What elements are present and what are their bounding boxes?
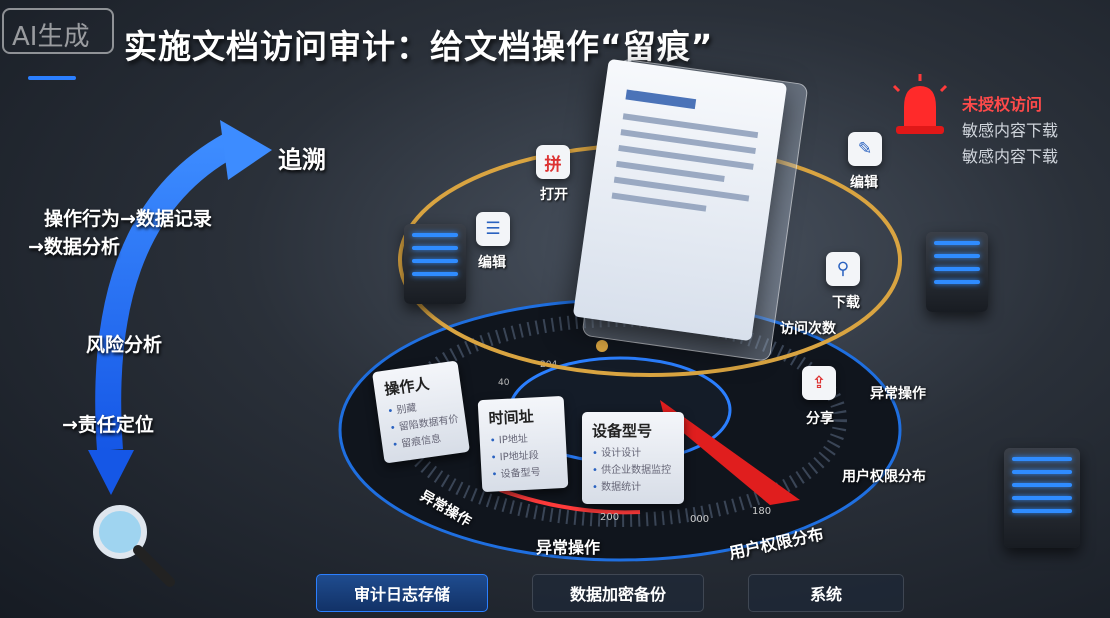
document-icon <box>572 58 788 342</box>
step-risk: 风险分析 <box>86 334 163 356</box>
alarm-bell-icon <box>892 74 948 134</box>
alert-unauthorized: 未授权访问 <box>962 95 1043 114</box>
open-icon[interactable]: 拼 <box>536 145 570 179</box>
info-card-operator: 操作人 别藏留陷数据有价留痕信息 <box>372 360 470 464</box>
op-label-download: 下载 <box>832 295 860 311</box>
tick-label: 200 <box>600 512 620 523</box>
server-icon <box>926 232 988 312</box>
trace-arrow-icon <box>88 120 272 495</box>
op-label-open: 打开 <box>540 187 568 203</box>
tick-label: 40 <box>498 378 510 388</box>
tick-label: 000 <box>690 514 710 525</box>
share-icon[interactable]: ⇪ <box>802 366 836 400</box>
info-card-device: 设备型号 设计设计供企业数据监控数据统计 <box>582 412 684 504</box>
download-icon[interactable]: ⚲ <box>826 252 860 286</box>
edit-icon[interactable]: ✎ <box>848 132 882 166</box>
alert-sensitive-download-2: 敏感内容下载 <box>962 147 1059 166</box>
server-icon <box>1004 448 1080 548</box>
trace-label: 追溯 <box>278 146 326 174</box>
audit-log-storage-button[interactable]: 审计日志存储 <box>316 574 488 612</box>
gauge-label-access: 访问次数 <box>780 321 836 337</box>
server-icon <box>404 224 466 304</box>
gauge-label-abnormal: 异常操作 <box>870 386 926 402</box>
title-underline <box>28 76 76 80</box>
alert-sensitive-download: 敏感内容下载 <box>962 121 1059 140</box>
gauge-label-permission: 用户权限分布 <box>842 469 926 485</box>
magnifier-icon <box>93 505 175 587</box>
tick-label: 180 <box>752 506 772 517</box>
gauge-label-abnormal-3: 异常操作 <box>536 538 601 557</box>
step-responsibility: →责任定位 <box>62 414 154 436</box>
edit-icon-2[interactable]: ☰ <box>476 212 510 246</box>
step-record: 操作行为→数据记录 <box>44 208 212 230</box>
system-button[interactable]: 系统 <box>748 574 904 612</box>
op-label-edit-2: 编辑 <box>478 255 506 271</box>
op-label-edit: 编辑 <box>850 175 878 191</box>
step-analysis: →数据分析 <box>28 236 120 258</box>
data-encryption-backup-button[interactable]: 数据加密备份 <box>532 574 704 612</box>
info-card-time: 时间址 IP地址IP地址段设备型号 <box>477 395 569 493</box>
op-label-share: 分享 <box>806 411 834 427</box>
ai-generated-badge: AI生成 <box>2 8 114 54</box>
